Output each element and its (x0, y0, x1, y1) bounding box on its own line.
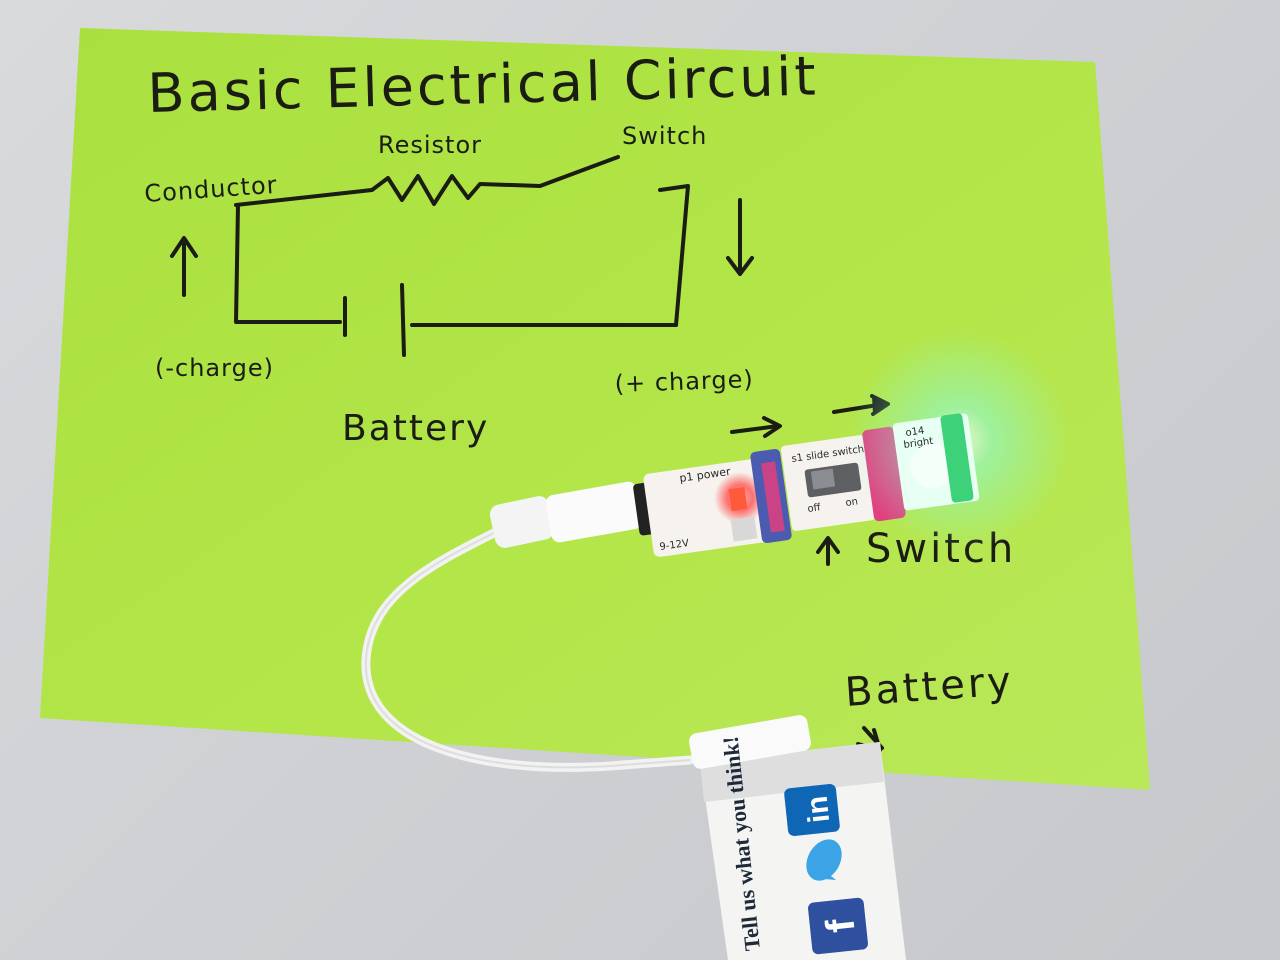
label-resistor: Resistor (378, 131, 482, 159)
nine-volt-battery: in f Tell us what you think! (689, 715, 906, 960)
poster-paper (40, 28, 1150, 790)
led-module: o14 bright (850, 330, 1070, 550)
slide-switch-module: s1 slide switch off on (780, 435, 876, 531)
label-positive-charge: (+ charge) (614, 365, 754, 398)
switch-off-label: off (807, 502, 823, 515)
power-module: p1 power 9-12V (643, 459, 769, 557)
label-switch-top: Switch (622, 122, 707, 150)
label-battery-diagram: Battery (342, 408, 489, 449)
battery-snap-connector (689, 715, 811, 769)
switch-on-label: on (845, 496, 859, 509)
label-negative-charge: (-charge) (155, 354, 274, 382)
led-light (910, 444, 954, 488)
linkedin-icon: in (784, 784, 840, 836)
svg-text:in: in (801, 794, 837, 824)
led-module-line1: o14 (905, 425, 925, 439)
twitter-icon (806, 839, 842, 881)
facebook-icon: f (808, 897, 868, 955)
svg-text:f: f (818, 916, 863, 935)
power-module-voltage: 9-12V (659, 538, 690, 553)
